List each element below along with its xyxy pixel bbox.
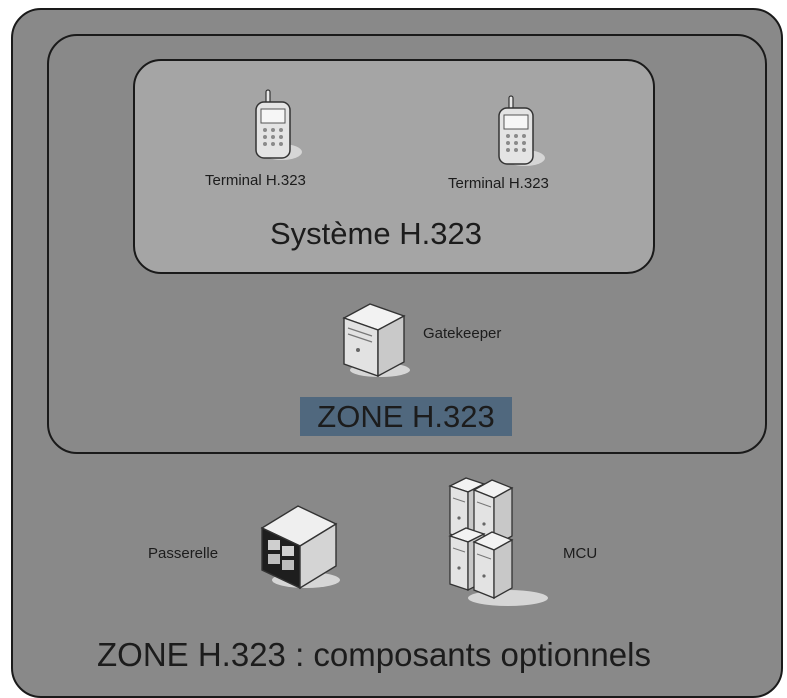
passerelle-label: Passerelle <box>148 545 219 562</box>
systeme-title: Système H.323 <box>270 216 482 251</box>
optional-zone-title: ZONE H.323 : composants optionnels <box>97 636 651 673</box>
mcu-server-stack-icon <box>448 477 548 606</box>
zone-h323-title: ZONE H.323 <box>300 397 512 436</box>
server-icon <box>342 303 410 378</box>
gatekeeper-label: Gatekeeper <box>423 325 502 342</box>
systeme-h323-box <box>133 59 655 274</box>
mobile-phone-icon <box>498 95 545 166</box>
terminal-label: Terminal H.323 <box>205 172 306 189</box>
mcu-label: MCU <box>563 545 598 562</box>
gateway-icon <box>260 505 340 590</box>
mobile-phone-icon <box>255 89 302 160</box>
terminal-label: Terminal H.323 <box>448 175 549 192</box>
